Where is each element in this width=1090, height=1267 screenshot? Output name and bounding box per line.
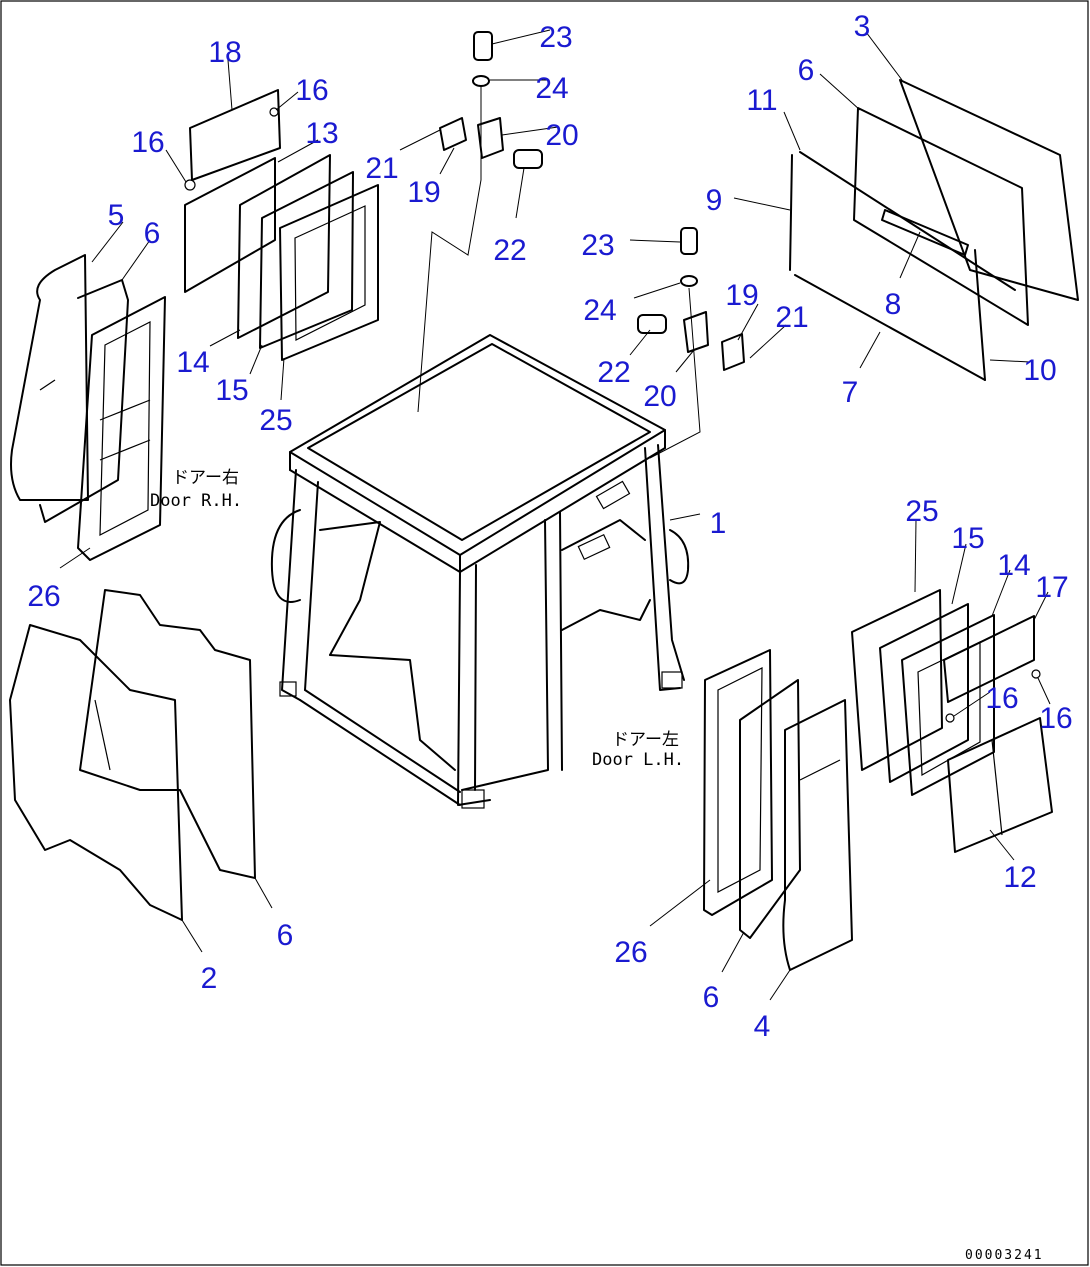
callout-22: 22 xyxy=(597,356,630,389)
callout-16: 16 xyxy=(1039,702,1072,735)
callout-2: 2 xyxy=(201,962,218,995)
door-lh-caption-en: Door L.H. xyxy=(592,750,684,770)
door-lh-caption-jp: ドアー左 xyxy=(612,730,679,750)
callout-18: 18 xyxy=(208,36,241,69)
callout-26: 26 xyxy=(614,936,647,969)
callout-16: 16 xyxy=(985,682,1018,715)
callout-25: 25 xyxy=(259,404,292,437)
door-rh-window-parts xyxy=(184,89,379,361)
callout-15: 15 xyxy=(215,374,248,407)
callout-15: 15 xyxy=(951,522,984,555)
door-lh-assembly xyxy=(703,649,853,971)
hinge-hardware-right xyxy=(637,227,745,371)
callout-3: 3 xyxy=(854,10,871,43)
callout-24: 24 xyxy=(535,72,568,105)
rear-glass-group xyxy=(9,589,256,921)
hinge-hardware-top xyxy=(439,31,543,169)
callout-6: 6 xyxy=(703,981,720,1014)
callout-9: 9 xyxy=(706,184,723,217)
door-rh-caption-jp: ドアー右 xyxy=(172,468,239,488)
front-windshield-group xyxy=(789,79,1079,381)
callout-12: 12 xyxy=(1003,861,1036,894)
callout-6: 6 xyxy=(798,54,815,87)
callout-19: 19 xyxy=(407,176,440,209)
door-lh-caption: ドアー左 Door L.H. xyxy=(592,730,684,770)
callout-14: 14 xyxy=(997,549,1030,582)
callout-16: 16 xyxy=(295,74,328,107)
callout-25: 25 xyxy=(905,495,938,528)
callout-14: 14 xyxy=(176,346,209,379)
callout-4: 4 xyxy=(754,1010,771,1043)
callout-21: 21 xyxy=(365,152,398,185)
door-lh-window-parts xyxy=(851,589,1053,853)
callout-6: 6 xyxy=(277,919,294,952)
callout-19: 19 xyxy=(725,279,758,312)
drawing-reference-number: 00003241 xyxy=(965,1248,1044,1263)
cab-frame xyxy=(270,334,690,809)
callout-21: 21 xyxy=(775,301,808,334)
door-rh-caption: ドアー右 Door R.H. xyxy=(150,468,242,511)
callout-23: 23 xyxy=(539,21,572,54)
callout-13: 13 xyxy=(305,117,338,150)
callout-6: 6 xyxy=(144,217,161,250)
callout-17: 17 xyxy=(1035,571,1068,604)
callout-11: 11 xyxy=(746,84,777,117)
callout-26: 26 xyxy=(27,580,60,613)
callout-20: 20 xyxy=(643,380,676,413)
callout-10: 10 xyxy=(1023,354,1056,387)
door-rh-assembly xyxy=(10,254,166,561)
callout-24: 24 xyxy=(583,294,616,327)
callout-20: 20 xyxy=(545,119,578,152)
callout-8: 8 xyxy=(885,288,902,321)
callout-1: 1 xyxy=(710,507,727,540)
callout-5: 5 xyxy=(108,199,125,232)
callout-22: 22 xyxy=(493,234,526,267)
door-rh-caption-en: Door R.H. xyxy=(150,491,242,511)
leader-lines xyxy=(59,29,1051,1001)
callout-16: 16 xyxy=(131,126,164,159)
callout-7: 7 xyxy=(842,376,859,409)
callout-23: 23 xyxy=(581,229,614,262)
